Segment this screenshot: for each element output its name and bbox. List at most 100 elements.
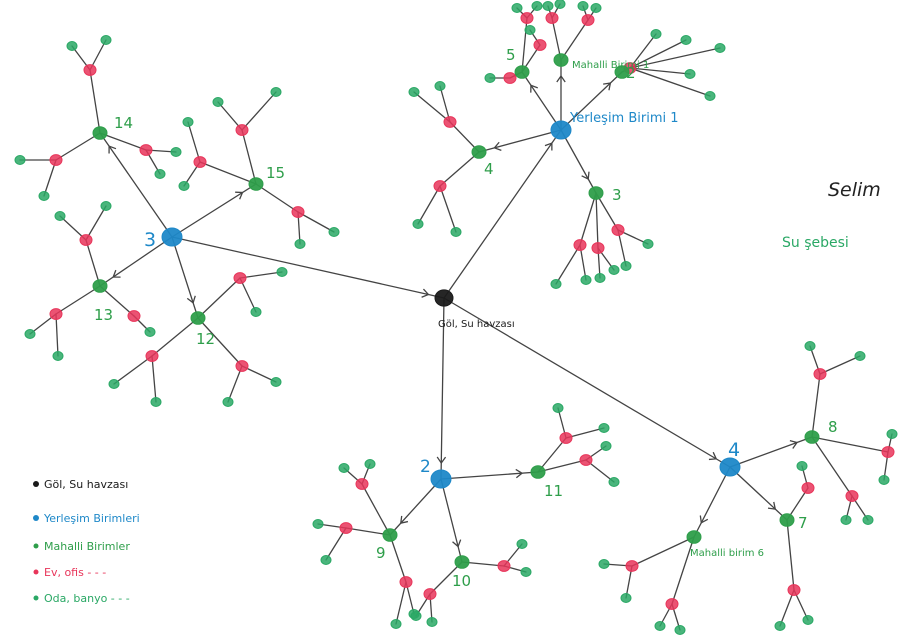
house-node-g8-1: [845, 490, 859, 502]
local-unit-node-g7: [779, 513, 795, 527]
room-node-g13-0-1: [100, 201, 112, 211]
legend-item-ev-ofis: Ev, ofis - - -: [33, 566, 106, 579]
edge-center-h2: [440, 297, 445, 480]
legend-item-center: Göl, Su havzası: [33, 478, 128, 491]
room-node-g3-2-1: [642, 239, 654, 249]
edge-g2-leaf-0-room-1: [629, 39, 687, 69]
local-unit-node-g2: [614, 65, 630, 79]
edge-gmb6-leaf-1: [671, 536, 695, 605]
edge-h1-g5: [521, 71, 562, 131]
edge-g13-leaf-2: [99, 285, 135, 317]
local-unit-node-g14: [92, 126, 108, 140]
edge-g7-leaf-1-room-0: [779, 589, 795, 627]
edge-g4-leaf-0: [439, 151, 480, 187]
edge-g3-leaf-0: [579, 192, 597, 246]
edge-center-h1-arrowhead: [544, 142, 553, 151]
edge-g4-leaf-1-room-0: [413, 91, 451, 123]
settlement-node-h4: [719, 457, 741, 477]
edge-h4-g8-arrowhead: [789, 439, 799, 449]
label-node-8: 8: [828, 418, 838, 436]
edge-g15-leaf-0-room-1: [241, 91, 277, 131]
label-mahalli-birim-6: Mahalli birim 6: [690, 548, 764, 559]
room-node-gmb6-0-1: [620, 593, 632, 603]
edge-h1-g5-arrowhead: [530, 84, 538, 93]
house-node-g3-1: [591, 242, 605, 254]
edge-h2-g10-arrowhead: [452, 539, 462, 548]
label-node-3: 3: [612, 186, 622, 204]
room-node-g15-0-1: [270, 87, 282, 97]
local-unit-node-gmb6: [686, 530, 702, 544]
edge-gmb6-leaf-0: [631, 536, 695, 567]
edge-g13-leaf-1: [55, 285, 101, 315]
house-node-gmb6-1: [665, 598, 679, 610]
house-node-g12-2: [235, 360, 249, 372]
label-node-10: 10: [452, 572, 471, 590]
room-node-g7-1-1: [802, 615, 814, 625]
room-node-g14-2-0: [154, 169, 166, 179]
edge-h2-g11-arrowhead: [515, 468, 524, 479]
room-node-g13-2-0: [144, 327, 156, 337]
edge-g9-leaf-0-room-1: [325, 527, 347, 561]
center-label: Göl, Su havzası: [438, 319, 515, 330]
local-unit-node-g5: [514, 65, 530, 79]
edge-h1-g3: [560, 129, 597, 194]
room-node-gmb1-1-1: [590, 3, 602, 13]
edge-g14-leaf-1-room-1: [43, 159, 57, 197]
house-node-gmb1-1: [581, 14, 595, 26]
room-node-g12-1-1: [108, 379, 120, 389]
settlement-node-h1: [550, 120, 572, 140]
room-node-gmb1-1-0: [577, 1, 589, 11]
edge-h3-g13: [99, 236, 173, 287]
edge-g15-leaf-0: [241, 129, 257, 185]
edge-g15-leaf-0-room-0: [217, 101, 243, 131]
local-unit-node-gmb1: [553, 53, 569, 67]
room-node-g14-0-0: [66, 41, 78, 51]
edge-h1-g2-arrowhead: [603, 82, 612, 91]
edge-g2-leaf-0-room-0: [629, 33, 657, 69]
local-unit-node-g12: [190, 311, 206, 325]
house-node-g15-2: [193, 156, 207, 168]
room-node-g9-2-0: [338, 463, 350, 473]
edge-g12-leaf-1-room-0: [151, 355, 157, 403]
label-node-15: 15: [266, 164, 285, 182]
edge-g3-leaf-1: [595, 192, 599, 249]
label-node-4: 4: [484, 160, 494, 178]
room-node-g14-2-1: [170, 147, 182, 157]
edge-gmb1-leaf-0: [551, 17, 562, 61]
room-node-g8-1-0: [840, 515, 852, 525]
settlement-node-h2: [430, 469, 452, 489]
edge-g13-leaf-0-room-1: [85, 205, 107, 241]
room-node-g9-0-0: [312, 519, 324, 529]
edge-g14-leaf-1: [55, 132, 101, 161]
edge-g12-leaf-0: [197, 277, 241, 319]
house-node-g15-0: [235, 124, 249, 136]
room-node-g5-1-0: [524, 25, 536, 35]
house-node-g5-2: [503, 72, 517, 84]
edge-g11-leaf-0: [537, 437, 567, 473]
edges-layer: [19, 3, 893, 631]
edge-h4-gmb6: [693, 466, 731, 538]
room-node-g12-2-0: [222, 397, 234, 407]
edge-h3-g14: [99, 132, 173, 238]
edge-h4-g8: [729, 436, 813, 468]
room-node-gmb1-0-1: [554, 0, 566, 9]
label-node-14: 14: [114, 114, 133, 132]
house-node-gmb1-0: [545, 12, 559, 24]
house-node-g4-1: [443, 116, 457, 128]
lake-source-node: [434, 289, 454, 307]
house-node-g14-0: [83, 64, 97, 76]
edge-center-h1: [443, 129, 562, 299]
edge-g15-leaf-1-room-1: [297, 211, 335, 233]
house-node-g5-1: [533, 39, 547, 51]
house-node-g9-0: [339, 522, 353, 534]
edge-h3-center-arrowhead: [421, 288, 430, 298]
edge-g12-leaf-2: [197, 317, 243, 367]
edge-h2-g9: [389, 478, 442, 536]
legend-text-yerlesim: Yerleşim Birimleri: [43, 512, 140, 525]
house-node-g7-0: [801, 482, 815, 494]
house-node-g14-1: [49, 154, 63, 166]
edge-h1-g4-arrowhead: [493, 141, 502, 151]
room-node-g4-1-1: [434, 81, 446, 91]
room-node-g7-1-0: [774, 621, 786, 631]
